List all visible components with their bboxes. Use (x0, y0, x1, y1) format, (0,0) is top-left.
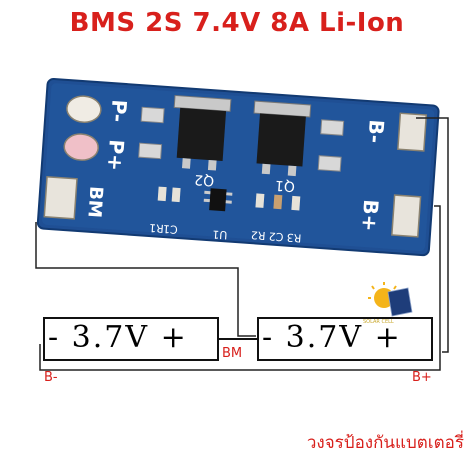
b-plus-pad (391, 194, 422, 238)
silk-r2: R2 (250, 228, 266, 242)
pcb-board: P- P+ Q2 Q1 (36, 77, 440, 257)
smd-components (157, 186, 301, 212)
p-minus-pad (66, 95, 102, 123)
silk-bm: BM (83, 185, 106, 218)
silk-b-plus: B+ (357, 199, 383, 233)
sun-logo-icon (368, 282, 413, 317)
footer-caption: วงจรป้องกันแบตเตอรี่ (306, 433, 464, 453)
silk-p-plus: P+ (103, 139, 129, 172)
mosfet-q2 (173, 94, 232, 171)
wiring (35, 117, 449, 371)
silk-q1: Q1 (275, 177, 296, 194)
mosfet-q1 (253, 100, 312, 177)
silk-r3: R3 (286, 231, 302, 245)
silk-p-minus: P- (106, 99, 132, 123)
cell-2-box (257, 317, 433, 361)
wire-b-minus (416, 117, 449, 353)
wire-b-plus (39, 205, 441, 371)
cell-1-label: - 3.7V + (48, 320, 188, 355)
wire-bm (35, 222, 256, 337)
page-title: BMS 2S 7.4V 8A Li-Ion (69, 8, 405, 38)
label-bm: BM (222, 346, 243, 361)
label-b-minus: B- (44, 370, 58, 385)
b-minus-pad (397, 112, 428, 152)
silk-c1: C1 (163, 222, 179, 236)
label-b-plus: B+ (412, 370, 432, 385)
silk-u1: U1 (212, 227, 228, 241)
p-plus-pad (63, 133, 99, 161)
cell-2-label: - 3.7V + (262, 320, 402, 355)
cell-1-box (43, 317, 219, 361)
silk-q2: Q2 (194, 171, 215, 188)
silk-r1: R1 (149, 221, 165, 235)
watermark-text: SOLAR CELL (363, 319, 394, 325)
silk-c2: C2 (268, 229, 284, 243)
bm-pad (43, 175, 78, 220)
silk-b-minus: B- (363, 119, 389, 144)
